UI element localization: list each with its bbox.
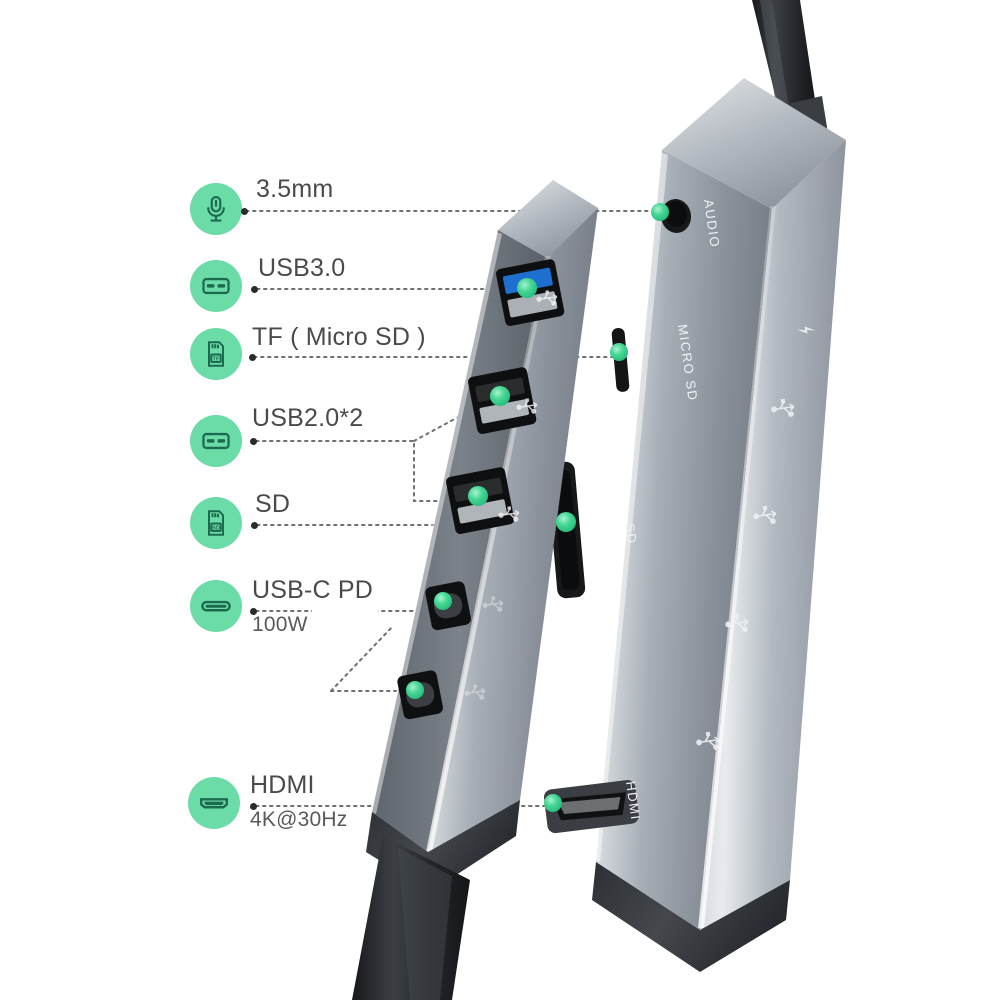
usb-trident-icon	[725, 613, 749, 632]
front-unit-top-face	[498, 180, 598, 258]
leader-node-sd	[251, 522, 258, 529]
marker-audio	[651, 203, 669, 221]
usb-trident-icon	[464, 684, 486, 700]
tf-card-icon: TF	[208, 341, 224, 367]
leader-node-hdmi	[250, 803, 257, 810]
svg-text:SD: SD	[212, 525, 220, 531]
legend-badge-tf[interactable]: TF	[190, 328, 242, 380]
usb-trident-icon	[482, 596, 504, 612]
legend-label-tf: TF ( Micro SD )	[252, 323, 426, 351]
rear-unit-bottom	[592, 862, 790, 972]
legend-label-sd: SD	[255, 490, 291, 518]
legend-sublabel-usbc-pd: 100W	[252, 613, 308, 636]
redaction-block-audio	[344, 174, 412, 200]
usb-c-cable-bottom	[352, 836, 470, 1000]
legend-label-audio: 3.5mm	[256, 175, 334, 203]
legend-label-hdmi: HDMI	[250, 771, 315, 799]
legend-badge-sd[interactable]: SD	[190, 497, 242, 549]
usb-trident-icon	[536, 290, 558, 306]
usb-trident-icon	[516, 398, 538, 414]
legend-label-usbc-pd: USB-C PD	[252, 576, 374, 604]
usb-trident-icon	[771, 398, 795, 417]
legend-label-usb2: USB2.0*2	[252, 404, 364, 432]
redaction-block-pd	[312, 610, 378, 636]
usb-a-port-icon	[202, 277, 230, 295]
leader-node-tf	[249, 354, 256, 361]
marker-hdmi	[544, 794, 562, 812]
legend-badge-usbc-pd[interactable]	[190, 580, 242, 632]
sd-card-icon: SD	[208, 510, 224, 536]
legend-badge-usb3[interactable]	[190, 260, 242, 312]
legend-label-usb3: USB3.0	[258, 254, 346, 282]
microphone-icon	[207, 195, 225, 222]
usb-c-port-icon	[201, 600, 231, 612]
label-audio-print: AUDIO	[701, 198, 723, 249]
leader-node-usb2	[250, 438, 257, 445]
marker-usb2-lower	[468, 486, 488, 506]
hub-unit-rear: AUDIO MICRO SD SD HDMI	[544, 0, 846, 972]
rear-unit-top-face	[662, 78, 846, 209]
legend-badge-hdmi[interactable]	[188, 777, 240, 829]
marker-usbc-pd-lower	[406, 681, 424, 699]
label-hdmi-print: HDMI	[623, 780, 643, 821]
rear-unit-side-face	[700, 140, 846, 930]
leader-node-usbc-pd	[250, 608, 257, 615]
legend-badge-audio[interactable]	[190, 183, 242, 235]
bolt-icon	[796, 326, 816, 334]
marker-usbc-pd-upper	[434, 592, 452, 610]
marker-usb3	[517, 278, 537, 298]
label-sd-print: SD	[622, 522, 640, 545]
usb-trident-icon	[498, 506, 520, 522]
leader-node-usb3	[251, 286, 258, 293]
hdmi-port-rear	[544, 780, 639, 834]
usb-trident-icon	[753, 505, 777, 524]
legend-badge-usb2[interactable]	[190, 415, 242, 467]
legend-sublabel-hdmi: 4K@30Hz	[250, 808, 348, 831]
marker-usb2-upper	[490, 386, 510, 406]
svg-text:TF: TF	[212, 356, 220, 362]
usb-trident-icon	[696, 731, 720, 750]
usb-a-port-icon	[202, 432, 230, 450]
front-unit-side-face	[428, 208, 598, 852]
rear-unit-front-face	[596, 150, 772, 930]
port-markers	[406, 203, 669, 812]
marker-sd	[556, 512, 576, 532]
leader-node-audio	[241, 208, 248, 215]
hdmi-port-icon	[200, 798, 228, 809]
marker-tf	[610, 343, 628, 361]
